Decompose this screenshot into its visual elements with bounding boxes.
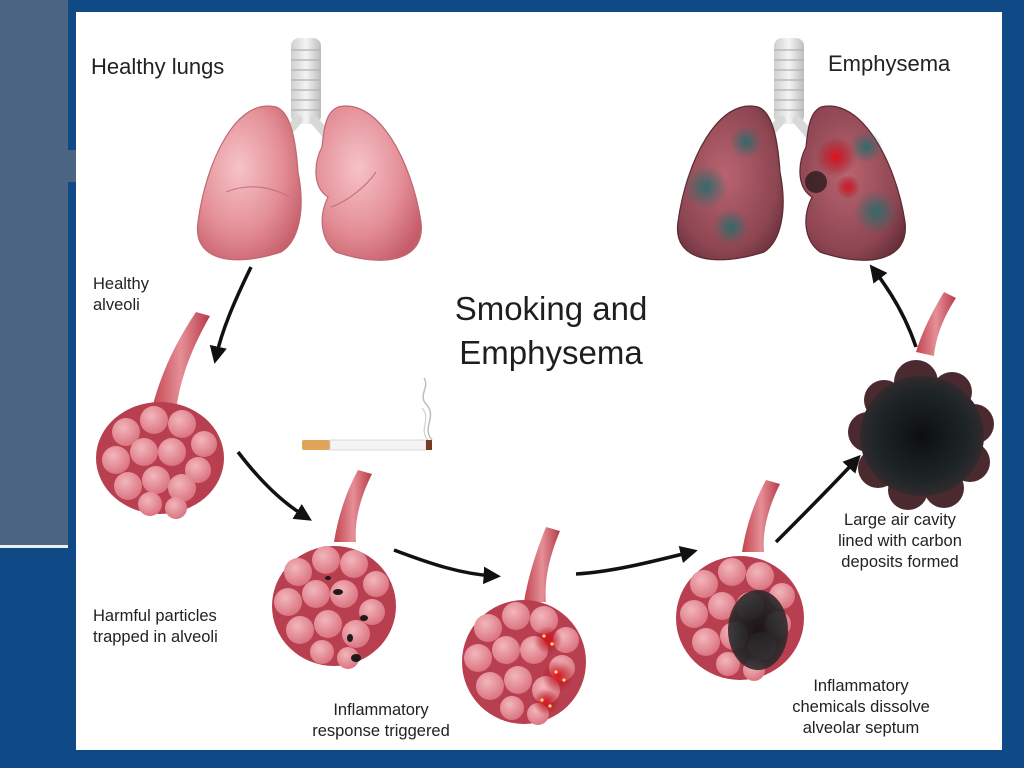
alveoli-healthy xyxy=(96,312,224,519)
arrow-healthy-to-particles xyxy=(236,450,312,521)
alveoli-particles-trapped xyxy=(272,470,396,669)
cycle-arrows xyxy=(209,264,918,585)
alveoli-large-cavity xyxy=(848,292,994,510)
healthy-lungs-illustration xyxy=(196,38,422,261)
label-healthy-lungs: Healthy lungs xyxy=(91,54,225,79)
side-panel-tab xyxy=(68,150,76,182)
label-large-air-cavity: Large air cavity lined with carbon depos… xyxy=(838,511,962,571)
label-particles-trapped: Harmful particles trapped in alveoli xyxy=(93,607,218,646)
side-divider xyxy=(0,545,68,548)
diagram-title-line-2: Emphysema xyxy=(459,334,643,371)
diagram-title-line-1: Smoking and xyxy=(454,290,648,327)
arrow-particles-to-inflammation xyxy=(393,548,501,585)
diagram-title: Smoking and Emphysema xyxy=(406,287,696,375)
label-healthy-alveoli: Healthy alveoli xyxy=(93,275,149,314)
diagram-artwork xyxy=(96,38,994,725)
side-panel xyxy=(0,0,68,545)
alveoli-inflammatory-response xyxy=(462,527,586,725)
label-inflammatory-response: Inflammatory response triggered xyxy=(312,701,450,740)
diagram-slide: Healthy lungs Emphysema Smoking and Emph… xyxy=(76,12,1002,750)
arrow-cavity-to-emphysema xyxy=(869,264,918,348)
arrow-septum-to-cavity xyxy=(774,454,861,544)
cigarette-illustration xyxy=(302,377,433,451)
arrow-lungs-to-alveoli xyxy=(209,266,253,364)
alveoli-septum-dissolving xyxy=(676,480,804,681)
label-chemicals-dissolve: Inflammatory chemicals dissolve alveolar… xyxy=(792,677,930,737)
label-emphysema: Emphysema xyxy=(828,51,951,76)
emphysema-lungs-illustration xyxy=(676,38,906,261)
arrow-inflammation-to-septum xyxy=(575,546,698,576)
